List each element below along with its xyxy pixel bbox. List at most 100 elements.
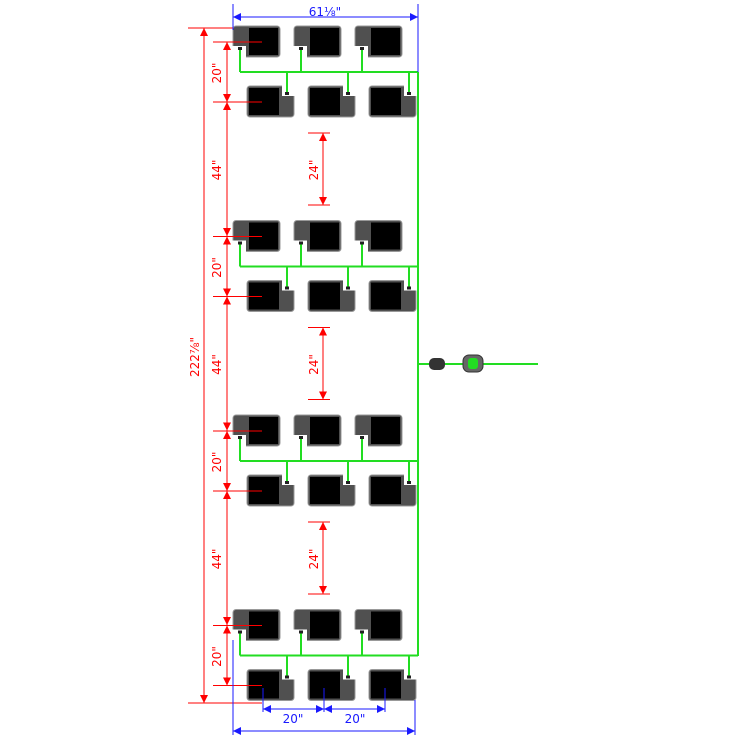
- dripper-icon: [346, 92, 350, 95]
- pot-notch: [282, 85, 295, 96]
- dripper-icon: [238, 436, 242, 439]
- pot: [293, 25, 342, 58]
- dripper-icon: [299, 47, 303, 50]
- walkway-dimension-arrowhead: [319, 586, 327, 594]
- dripper-icon: [360, 47, 364, 50]
- total-width-dimension-arrowhead: [233, 13, 241, 21]
- dripper-icon: [346, 481, 350, 484]
- row-spacing-dimension-arrowhead: [223, 42, 231, 50]
- pot-notch: [404, 85, 417, 96]
- pot-notch: [282, 474, 295, 485]
- row-spacing-label: 20": [210, 63, 224, 84]
- row-spacing-dimension-arrowhead: [223, 677, 231, 686]
- row-spacing-dimension-arrowhead: [223, 625, 231, 634]
- pot-notch: [404, 279, 417, 291]
- pot-soil: [371, 28, 400, 55]
- pot: [368, 85, 417, 118]
- dripper-icon: [360, 241, 364, 245]
- dripper-icon: [407, 481, 411, 484]
- walkway-dimension-arrowhead: [319, 522, 327, 530]
- pot-soil: [371, 88, 401, 115]
- dripper-icon: [285, 675, 289, 679]
- pot-soil: [371, 282, 401, 310]
- pot: [307, 474, 356, 507]
- total-width-label: 61⅛": [309, 5, 341, 19]
- bottom-width-dimension-arrowhead: [407, 727, 415, 735]
- walkway-dimension-arrowhead: [319, 391, 327, 400]
- row-spacing-label: 20": [210, 646, 224, 667]
- pot-soil: [310, 88, 340, 115]
- dripper-icon: [407, 675, 411, 679]
- dripper-icon: [238, 241, 242, 245]
- pot-soil: [310, 28, 339, 55]
- dripper-icon: [360, 436, 364, 439]
- dripper-icon: [238, 47, 242, 50]
- group-gap-dimension-arrowhead: [223, 228, 231, 236]
- row-spacing-label: 20": [210, 452, 224, 473]
- pot: [307, 279, 356, 312]
- pot: [354, 25, 403, 58]
- pot-soil: [310, 417, 339, 444]
- row-spacing-dimension-arrowhead: [223, 94, 231, 102]
- row-spacing-dimension-arrowhead: [223, 483, 231, 491]
- dripper-icon: [407, 92, 411, 95]
- walkway-dimension-arrowhead: [319, 133, 327, 141]
- pot-soil: [371, 671, 401, 699]
- pot: [354, 609, 403, 642]
- pot-notch: [404, 668, 417, 680]
- dripper-icon: [238, 630, 242, 634]
- group-gap-label: 44": [210, 549, 224, 570]
- dripper-icon: [360, 630, 364, 634]
- dripper-icon: [299, 436, 303, 439]
- dripper-icon: [285, 481, 289, 484]
- dripper-icon: [407, 286, 411, 290]
- row-spacing-dimension-arrowhead: [223, 431, 231, 439]
- pot-soil: [371, 611, 400, 639]
- hose-connector-icon: [429, 358, 445, 370]
- pot-soil: [310, 671, 340, 699]
- pot-notch: [343, 85, 356, 96]
- walkway-label: 24": [307, 354, 321, 375]
- walkway-label: 24": [307, 160, 321, 181]
- pot-spacing-dimension-arrowhead: [377, 705, 385, 713]
- pot: [368, 668, 417, 701]
- total-width-dimension-arrowhead: [410, 13, 418, 21]
- dripper-icon: [285, 286, 289, 290]
- bottom-width-dimension-arrowhead: [233, 727, 241, 735]
- pot: [368, 474, 417, 507]
- group-gap-label: 44": [210, 160, 224, 181]
- pot-soil: [310, 282, 340, 310]
- group-gap-dimension-arrowhead: [223, 617, 231, 625]
- group-gap-dimension-arrowhead: [223, 296, 231, 305]
- dripper-icon: [299, 630, 303, 634]
- pot-notch: [404, 474, 417, 485]
- pot-notch: [282, 279, 295, 291]
- pot: [307, 85, 356, 118]
- pot-soil: [371, 417, 400, 444]
- group-gap-dimension-arrowhead: [223, 422, 231, 431]
- total-length-label: 222⅞": [188, 337, 202, 377]
- pot-spacing-dimension-arrowhead: [316, 705, 324, 713]
- pot-soil: [310, 611, 339, 639]
- tap-adapter-icon-core: [468, 358, 478, 369]
- dripper-icon: [346, 675, 350, 679]
- pot-soil: [310, 222, 339, 250]
- pot-notch: [343, 279, 356, 291]
- pot-soil: [310, 477, 340, 504]
- pot: [368, 279, 417, 312]
- dripper-icon: [299, 241, 303, 245]
- pot-notch: [282, 668, 295, 680]
- pot-notch: [343, 474, 356, 485]
- pot-spacing-label-2: 20": [345, 712, 366, 726]
- dripper-icon: [285, 92, 289, 95]
- row-spacing-dimension-arrowhead: [223, 236, 231, 245]
- pot: [293, 609, 342, 642]
- group-gap-label: 44": [210, 354, 224, 375]
- pot: [354, 414, 403, 447]
- group-gap-dimension-arrowhead: [223, 102, 231, 110]
- pot-notch: [343, 668, 356, 680]
- pot-spacing-dimension-arrowhead: [324, 705, 332, 713]
- pot: [354, 220, 403, 253]
